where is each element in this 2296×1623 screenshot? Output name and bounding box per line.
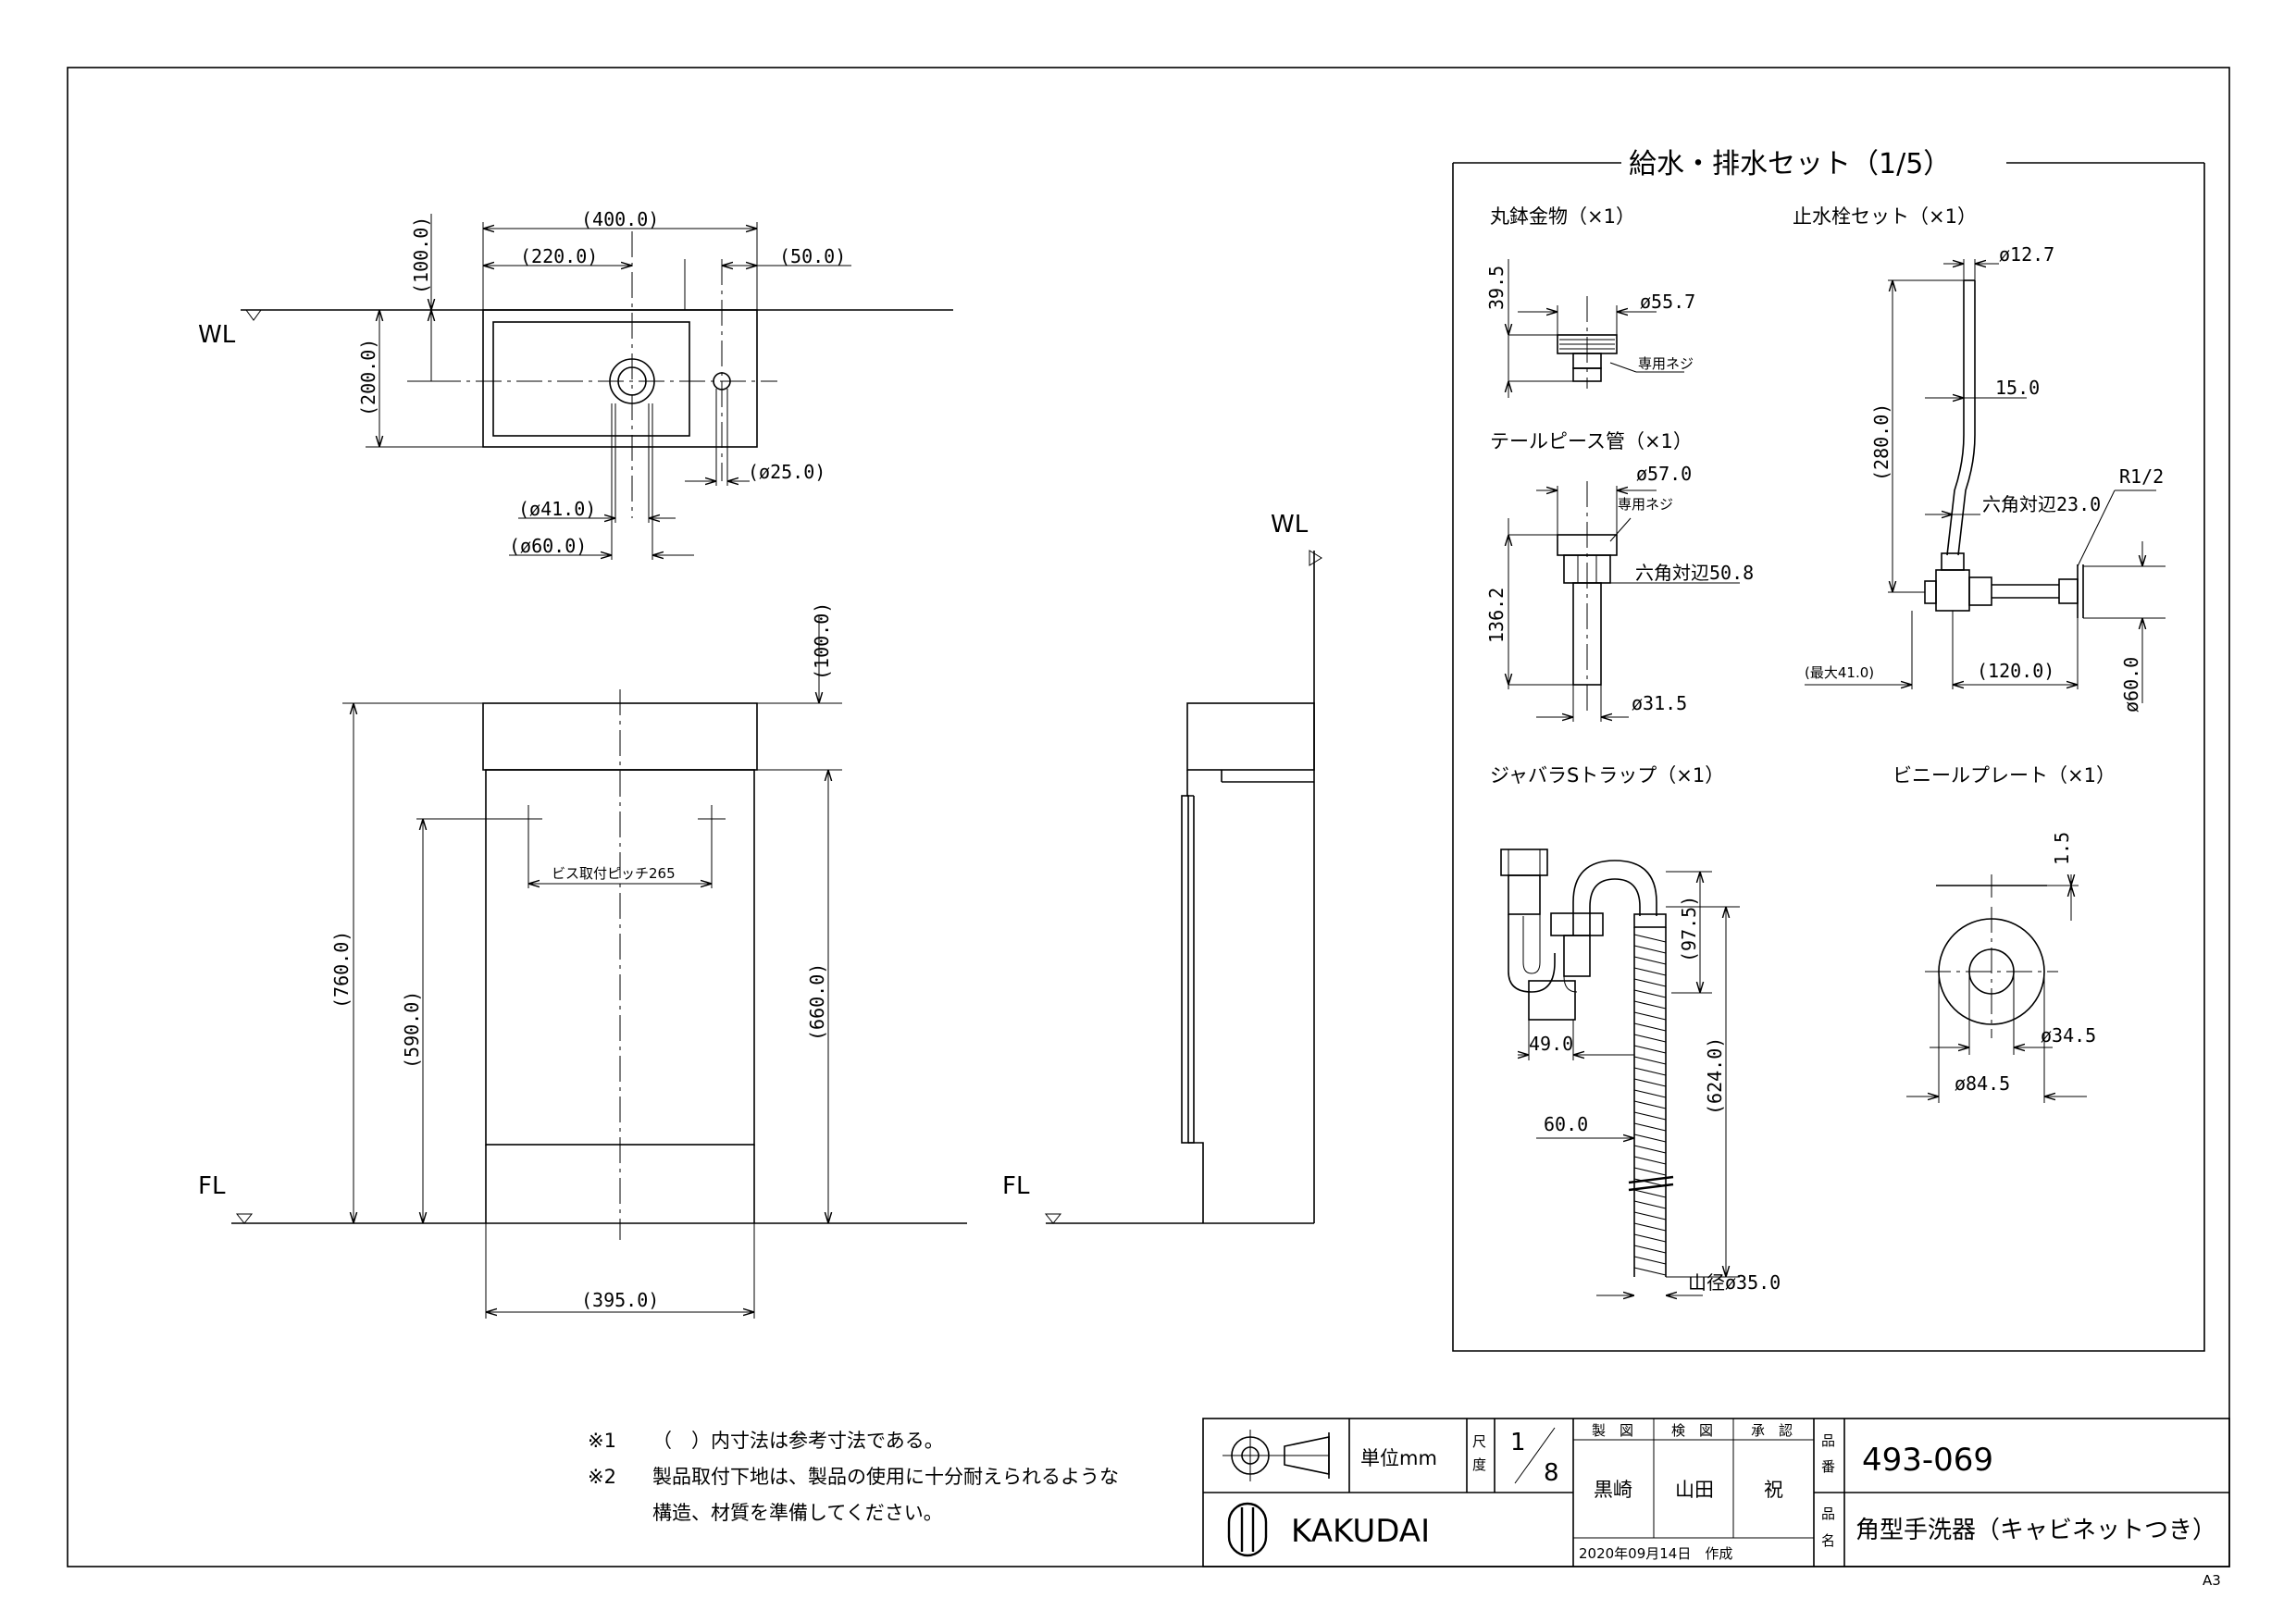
front-view (231, 615, 967, 1319)
tail-h: 136.2 (1485, 588, 1508, 643)
parts-box (1452, 162, 2205, 1352)
product-name: 角型手洗器（キャビネットつき） (1855, 1517, 2216, 1544)
dim-top-50: (50.0) (779, 245, 846, 267)
screw-pitch-label: ビス取付ピッチ265 (552, 865, 676, 882)
title-block (1202, 1418, 2230, 1567)
tail-d2: ø31.5 (1632, 692, 1687, 714)
approved-label: 承 認 (1751, 1422, 1793, 1439)
part-name-label-2: 名 (1821, 1532, 1835, 1549)
approved-by: 祝 (1764, 1479, 1783, 1501)
trap-label: ジャバラSトラップ（×1） (1490, 764, 1724, 787)
trap-d35: 山径ø35.0 (1688, 1271, 1781, 1294)
valve-15: 15.0 (1995, 377, 2040, 399)
drawn-by: 黒崎 (1594, 1479, 1632, 1501)
checked-by: 山田 (1675, 1479, 1714, 1501)
fl-label-front: FL (198, 1172, 226, 1200)
note-2-mark: ※2 (588, 1466, 616, 1488)
tail-label: テールピース管（×1） (1490, 430, 1693, 452)
valve-d: ø12.7 (1999, 243, 2054, 266)
tail-hex: 六角対辺50.8 (1635, 562, 1754, 584)
scale-num: 1 (1510, 1429, 1526, 1456)
drain-label: 丸鉢金物（×1） (1490, 205, 1635, 228)
drain-fitting (1508, 259, 1684, 398)
note-2b: 構造、材質を準備してください。 (652, 1502, 943, 1524)
trap-h97: (97.5) (1678, 896, 1700, 962)
dim-h660: (660.0) (806, 963, 828, 1041)
drain-d: ø55.7 (1640, 291, 1695, 313)
plate-d1: ø34.5 (2041, 1024, 2096, 1047)
dim-top-220: (220.0) (520, 245, 598, 267)
brand-name: KAKUDAI (1291, 1513, 1430, 1550)
part-number: 493-069 (1862, 1442, 1993, 1479)
tail-piece (1508, 481, 1740, 722)
side-view (1044, 550, 1322, 1224)
scale-den: 8 (1544, 1459, 1559, 1487)
dim-d25: (ø25.0) (748, 461, 825, 483)
wl-label-side: WL (1271, 511, 1309, 539)
dim-top-100: (100.0) (410, 217, 432, 294)
trap-w49: 49.0 (1529, 1033, 1573, 1055)
note-1-mark: ※1 (588, 1430, 616, 1452)
plate-label: ビニールプレート（×1） (1893, 764, 2116, 787)
trap-h624: (624.0) (1704, 1037, 1726, 1115)
dim-d41: (ø41.0) (518, 498, 596, 520)
wl-label-plan: WL (198, 321, 236, 349)
valve-label: 止水栓セット（×1） (1793, 205, 1977, 228)
dim-h590: (590.0) (401, 991, 423, 1069)
part-no-label-1: 品 (1821, 1432, 1835, 1449)
valve-r: R1/2 (2119, 465, 2164, 488)
part-name-label-1: 品 (1821, 1505, 1835, 1522)
drain-note: 専用ネジ (1638, 355, 1694, 372)
valve-max: (最大41.0) (1805, 664, 1874, 681)
valve-h: (280.0) (1870, 403, 1893, 481)
created-date: 2020年09月14日 作成 (1579, 1545, 1732, 1562)
valve-120: (120.0) (1977, 660, 2054, 682)
scale-label-2: 度 (1472, 1456, 1486, 1473)
part-no-label-2: 番 (1821, 1458, 1835, 1475)
unit-label: 単位mm (1360, 1447, 1437, 1469)
note-1: （ ）内寸法は参考寸法である。 (652, 1430, 944, 1452)
tail-note: 専用ネジ (1618, 496, 1673, 513)
parts-title: 給水・排水セット（1/5） (1629, 148, 1951, 180)
drawn-label: 製 図 (1592, 1422, 1633, 1439)
stop-valve (1805, 259, 2166, 703)
sheet-size: A3 (2203, 1572, 2221, 1589)
tail-d1: ø57.0 (1636, 463, 1692, 485)
s-trap (1500, 849, 1740, 1295)
plan-view (241, 214, 953, 560)
vinyl-plate (1906, 874, 2087, 1103)
dim-w395: (395.0) (581, 1289, 659, 1311)
valve-h60: ø60.0 (2120, 657, 2142, 712)
sheet-border (67, 67, 2230, 1567)
fl-label-side: FL (1002, 1172, 1030, 1200)
scale-label-1: 尺 (1472, 1433, 1486, 1450)
drain-h: 39.5 (1485, 266, 1508, 310)
dim-d60: (ø60.0) (509, 535, 587, 557)
trap-w60: 60.0 (1544, 1113, 1588, 1135)
plate-t: 1.5 (2051, 832, 2073, 865)
dim-front-100: (100.0) (811, 602, 833, 680)
checked-label: 検 図 (1671, 1422, 1713, 1439)
note-2a: 製品取付下地は、製品の使用に十分耐えられるような (652, 1466, 1119, 1488)
dim-top-width: (400.0) (581, 208, 659, 230)
dim-h760: (760.0) (330, 931, 353, 1009)
valve-hex: 六角対辺23.0 (1982, 493, 2101, 515)
dim-top-200: (200.0) (357, 339, 379, 416)
plate-d2: ø84.5 (1955, 1072, 2010, 1095)
